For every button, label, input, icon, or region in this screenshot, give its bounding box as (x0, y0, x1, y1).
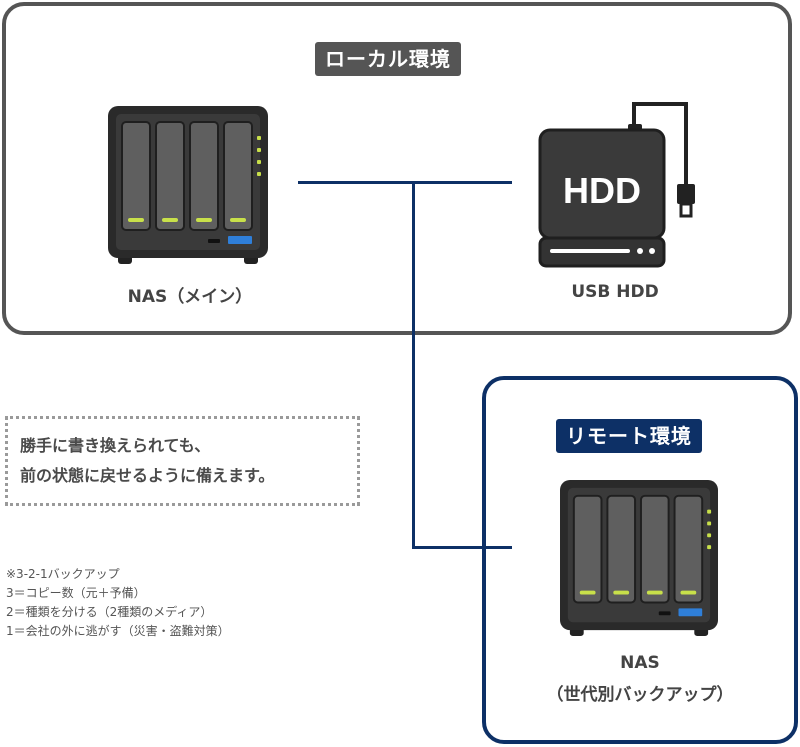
hdd-body-text: HDD (563, 170, 641, 211)
footnote-line: 3＝コピー数（元＋予備） (6, 586, 146, 600)
footnote-line: ※3-2-1バックアップ (6, 567, 120, 581)
footnote: ※3-2-1バックアップ 3＝コピー数（元＋予備） 2＝種類を分ける（2種類のメ… (6, 565, 230, 641)
footnote-line: 1＝会社の外に逃がす（災害・盗難対策） (6, 624, 230, 638)
connector-horizontal (298, 181, 512, 184)
connector-vertical (412, 181, 415, 549)
note-box: 勝手に書き換えられても、 前の状態に戻せるように備えます。 (5, 416, 360, 506)
footnote-line: 2＝種類を分ける（2種類のメディア） (6, 605, 213, 619)
nas-remote-label-line1: NAS (620, 653, 660, 673)
local-environment-title: ローカル環境 (315, 42, 461, 76)
note-line-2: 前の状態に戻せるように備えます。 (20, 466, 275, 485)
local-environment-panel (2, 2, 792, 335)
connector-to-remote (412, 546, 512, 549)
remote-environment-panel (482, 376, 798, 744)
remote-environment-title: リモート環境 (556, 419, 702, 453)
nas-device-icon (560, 480, 718, 637)
nas-device-icon (108, 106, 268, 264)
usb-hdd-icon: HDD (538, 102, 695, 268)
usb-hdd-label: USB HDD (571, 282, 659, 302)
nas-main-label: NAS（メイン） (127, 287, 253, 307)
nas-remote-label-line2: （世代別バックアップ） (546, 685, 734, 705)
note-line-1: 勝手に書き換えられても、 (20, 436, 211, 455)
